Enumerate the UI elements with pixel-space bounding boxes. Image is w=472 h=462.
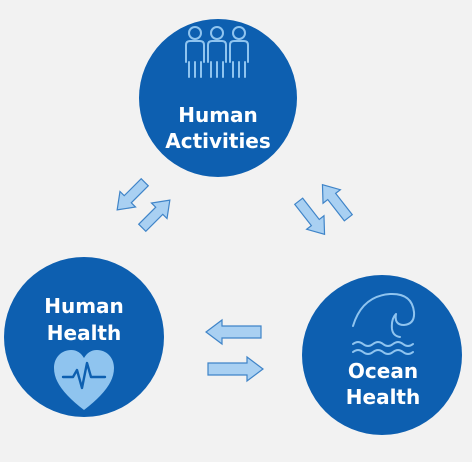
node-ocean-health-circle bbox=[302, 275, 462, 435]
node-human-health-line2: Health bbox=[47, 321, 121, 345]
node-human-health-line1: Human bbox=[44, 294, 124, 318]
arrow-activities-to-ocean-health bbox=[293, 197, 326, 236]
heart-pulse-icon bbox=[54, 350, 114, 410]
arrow-ocean-health-to-human-health bbox=[205, 318, 262, 346]
node-ocean-health-line1: Ocean bbox=[348, 359, 418, 383]
arrow-activities-to-human-health bbox=[116, 177, 150, 211]
node-human-activities-line2: Activities bbox=[165, 129, 271, 153]
node-ocean-health: Ocean Health bbox=[302, 275, 462, 435]
node-human-activities-line1: Human bbox=[178, 103, 258, 127]
node-human-activities: Human Activities bbox=[139, 19, 297, 177]
node-human-health-circle bbox=[4, 257, 164, 417]
node-human-activities-circle bbox=[139, 19, 297, 177]
arrow-human-health-to-activities bbox=[137, 199, 171, 233]
people-icon bbox=[185, 26, 249, 78]
arrow-human-health-to-ocean-health bbox=[207, 355, 264, 383]
node-human-health: Human Health bbox=[4, 257, 164, 417]
ocean-wave-icon bbox=[352, 292, 416, 355]
node-ocean-health-line2: Health bbox=[346, 385, 420, 409]
arrow-ocean-health-to-activities bbox=[321, 183, 354, 222]
